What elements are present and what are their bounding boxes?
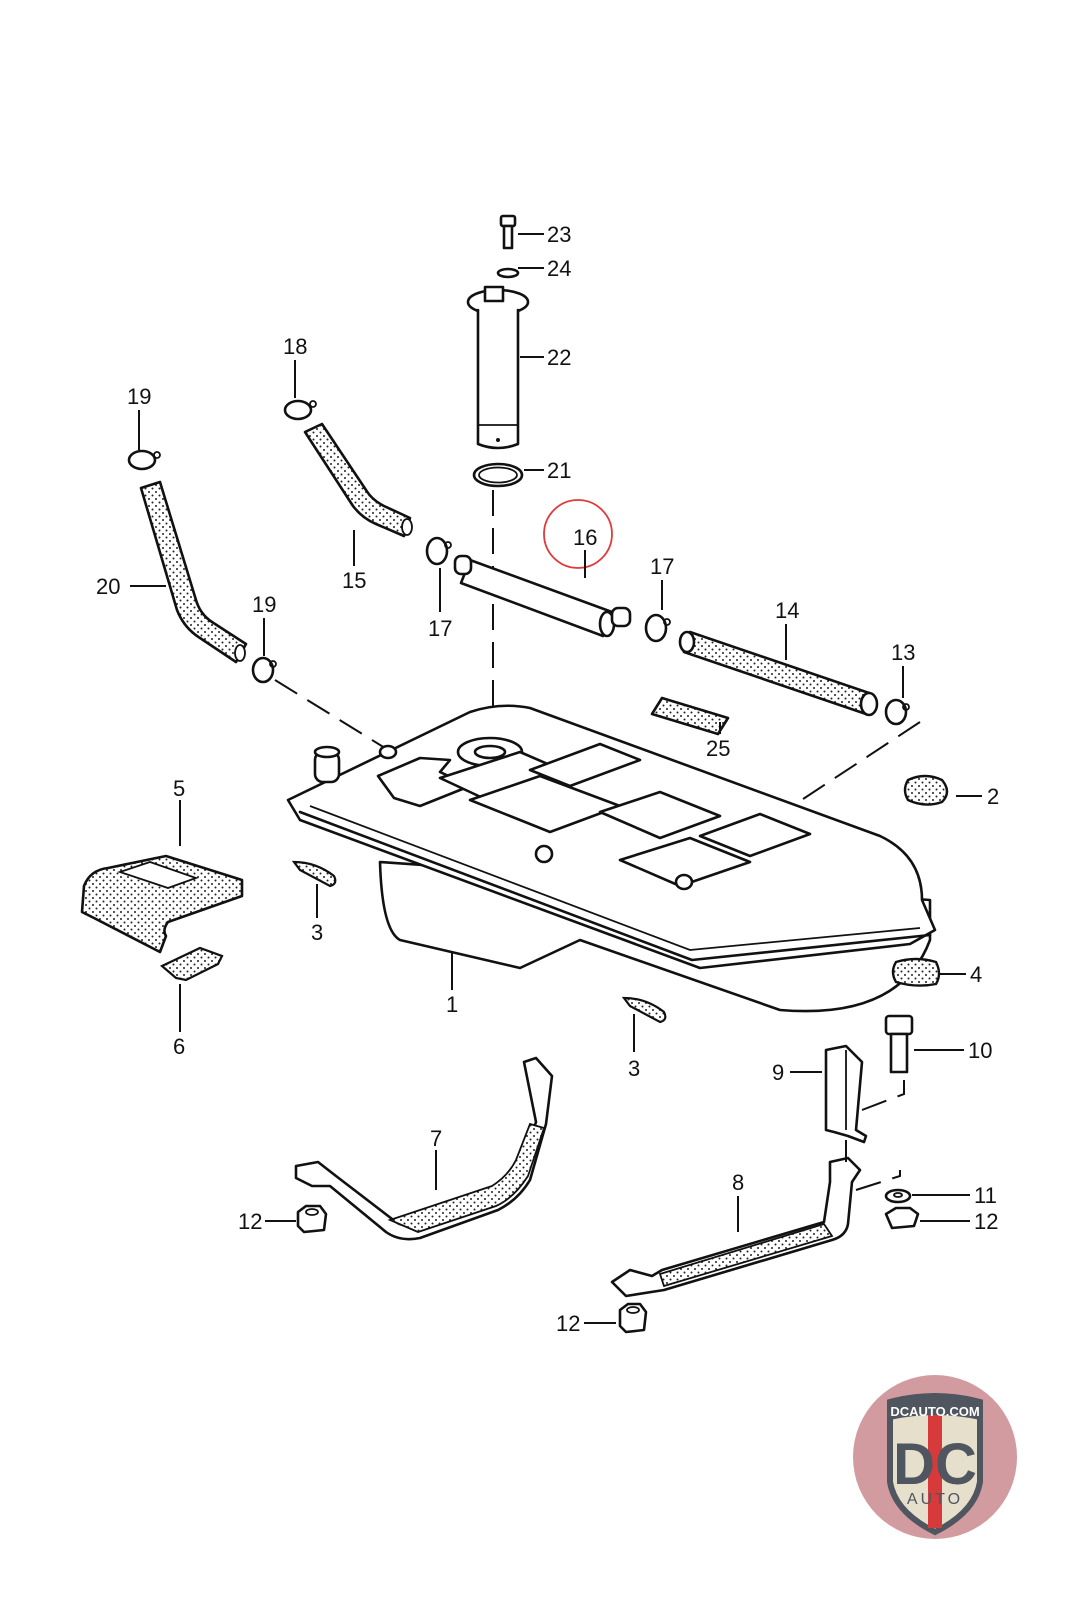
part-12-nut-bottom[interactable] (618, 1302, 648, 1334)
part-9-bracket[interactable] (824, 1044, 905, 1144)
callout-24: 24 (547, 256, 571, 281)
callout-4: 4 (970, 962, 982, 987)
part-19-clamp-bottom[interactable] (251, 656, 277, 684)
part-14-hose[interactable] (678, 630, 879, 717)
logo-monogram: DC (893, 1432, 977, 1497)
callout-8: 8 (732, 1170, 744, 1195)
callout-7: 7 (430, 1126, 442, 1151)
logo-site-text: DCAUTO.COM (890, 1404, 979, 1419)
callout-12-left: 12 (238, 1209, 262, 1234)
part-23-screw[interactable] (499, 214, 517, 250)
callout-3-left: 3 (311, 920, 323, 945)
part-24-washer[interactable] (496, 267, 520, 279)
part-19-clamp-top[interactable] (127, 449, 161, 471)
logo-stripe (928, 1410, 942, 1528)
callout-23: 23 (547, 222, 571, 247)
leader-lines (130, 233, 982, 1324)
callout-17-right: 17 (650, 554, 674, 579)
logo-word: AUTO (907, 1491, 963, 1508)
callout-1: 1 (446, 992, 458, 1017)
callout-25: 25 (706, 736, 730, 761)
callout-19-bottom: 19 (252, 592, 276, 617)
part-17-clamp-left[interactable] (425, 536, 452, 566)
dcauto-watermark-logo: DCAUTO.COM DC AUTO (850, 1372, 1020, 1542)
callout-13: 13 (891, 640, 915, 665)
callout-20: 20 (96, 574, 120, 599)
callout-12-right: 12 (974, 1209, 998, 1234)
callout-21: 21 (547, 458, 571, 483)
part-18-clamp[interactable] (283, 399, 317, 421)
part-15-hose[interactable] (303, 422, 413, 538)
callout-6: 6 (173, 1034, 185, 1059)
part-3-pad-left[interactable] (291, 860, 337, 888)
callout-11: 11 (974, 1183, 997, 1208)
callout-18: 18 (283, 334, 307, 359)
part-10-bolt[interactable] (884, 1014, 914, 1074)
part-3-pad-right[interactable] (621, 996, 667, 1024)
callout-5: 5 (173, 776, 185, 801)
callout-15: 15 (342, 568, 366, 593)
callout-17-left: 17 (428, 616, 452, 641)
callout-12-bottom: 12 (556, 1311, 580, 1336)
part-8-strap[interactable] (610, 1140, 901, 1298)
part-4-grommet[interactable] (891, 957, 941, 987)
part-21-seal-ring[interactable] (472, 462, 524, 488)
part-5-cover[interactable] (80, 854, 244, 954)
part-11-washer[interactable] (884, 1188, 912, 1204)
callout-19-top: 19 (127, 384, 151, 409)
callout-9: 9 (772, 1060, 784, 1085)
callout-14: 14 (775, 598, 799, 623)
callout-22: 22 (547, 345, 571, 370)
callout-16: 16 (573, 525, 597, 550)
part-22-level-sender[interactable] (466, 285, 530, 450)
part-2-grommet[interactable] (903, 774, 949, 806)
part-17-clamp-right[interactable] (644, 613, 671, 643)
part-13-clamp[interactable] (884, 698, 910, 726)
callout-2: 2 (987, 784, 999, 809)
part-7-strap[interactable] (294, 1056, 554, 1241)
part-20-hose[interactable] (139, 480, 248, 664)
callout-3-right: 3 (628, 1056, 640, 1081)
part-25-pad[interactable] (650, 696, 730, 736)
highlight-circle-16 (543, 499, 613, 569)
part-12-nut-left[interactable] (296, 1204, 328, 1234)
part-1-fuel-tank[interactable] (286, 704, 937, 1013)
callout-10: 10 (968, 1038, 992, 1063)
part-6-clip[interactable] (159, 946, 224, 982)
part-16-fuel-pipe[interactable] (453, 554, 632, 638)
part-12-nut-right[interactable] (884, 1206, 920, 1230)
